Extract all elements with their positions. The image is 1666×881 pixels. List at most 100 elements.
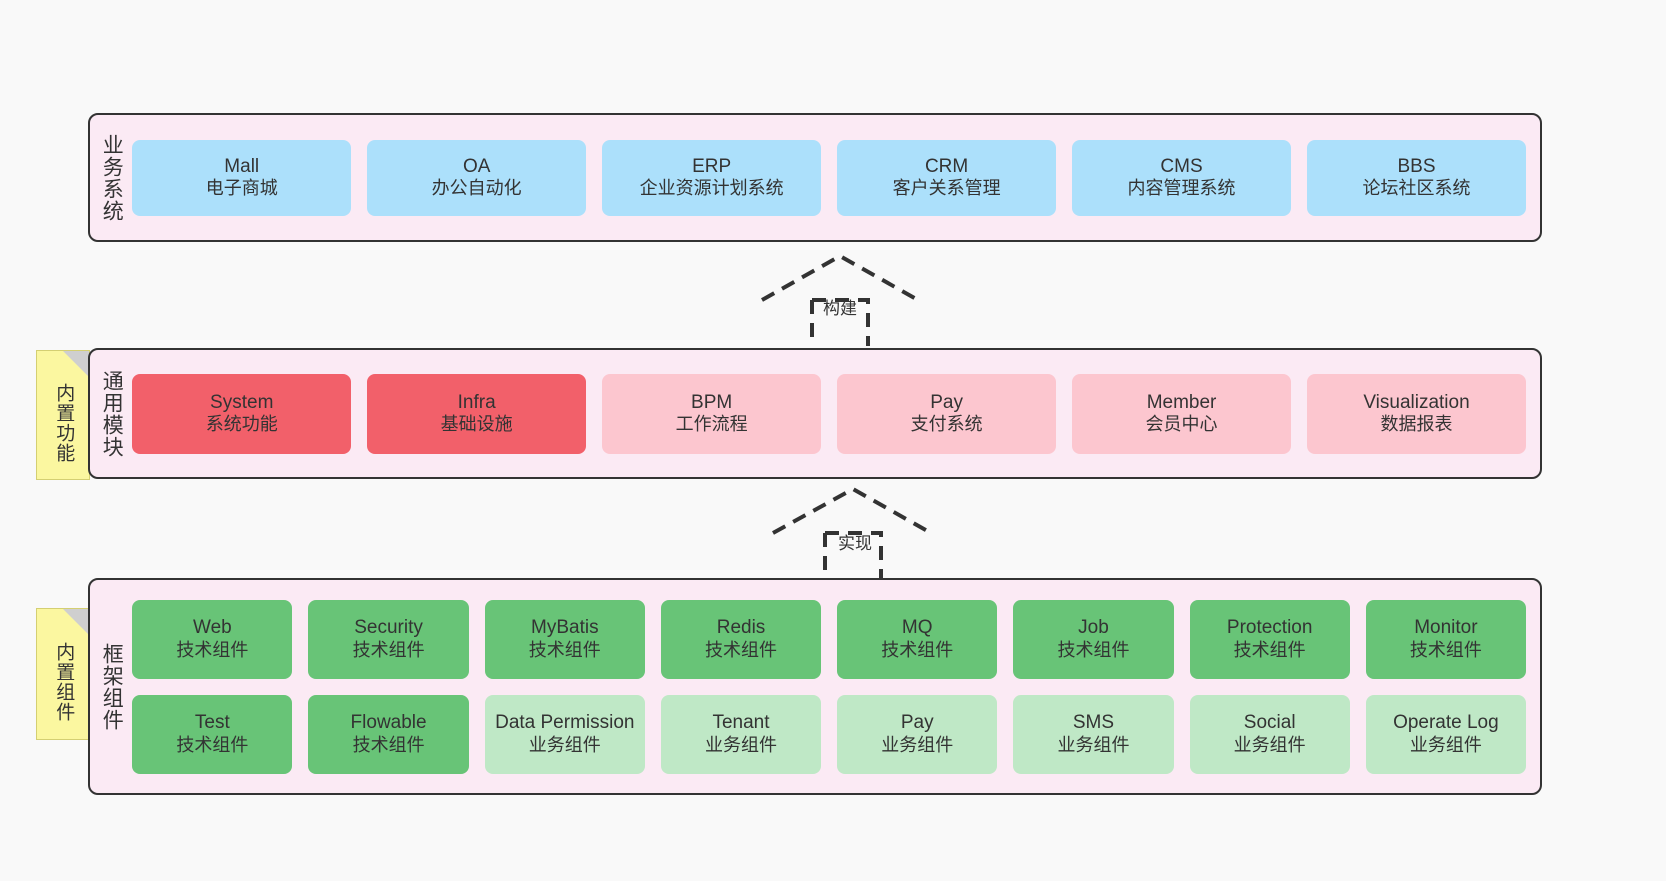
card-mq[interactable]: MQ 技术组件 — [837, 599, 998, 679]
card-test[interactable]: Test 技术组件 — [132, 694, 293, 774]
card-cms[interactable]: CMS 内容管理系统 — [1072, 139, 1292, 216]
card-infra-cn: 基础设施 — [440, 414, 513, 435]
card-erp-cn: 企业资源计划系统 — [639, 178, 784, 199]
card-web-en: Web — [192, 617, 232, 639]
card-job-cn: 技术组件 — [1057, 639, 1130, 660]
card-tenant[interactable]: Tenant 业务组件 — [660, 694, 822, 774]
framework-card-row-1: Web 技术组件 Security 技术组件 MyBatis 技术组件 Redi… — [132, 599, 1526, 679]
card-visualization-cn: 数据报表 — [1380, 414, 1453, 435]
card-mybatis-en: MyBatis — [531, 617, 599, 639]
note-fold-corner-icon — [63, 609, 89, 635]
card-security-cn: 技术组件 — [352, 639, 425, 660]
card-tenant-en: Tenant — [712, 712, 770, 734]
card-protection[interactable]: Protection 技术组件 — [1189, 599, 1350, 679]
card-pay-module-en: Pay — [930, 391, 963, 413]
card-sms[interactable]: SMS 业务组件 — [1013, 694, 1174, 774]
card-social-en: Social — [1243, 712, 1296, 734]
card-erp-en: ERP — [692, 155, 732, 177]
layer-common-title: 通用模块 — [100, 369, 124, 458]
card-bbs-en: BBS — [1397, 155, 1436, 177]
layer-framework-title: 框架组件 — [100, 642, 124, 731]
layer-business-title: 业务系统 — [100, 133, 124, 222]
layer-common-body: System 系统功能 Infra 基础设施 BPM 工作流程 Pay 支付系统… — [128, 350, 1540, 477]
card-mall-cn: 电子商城 — [205, 178, 278, 199]
card-security-en: Security — [354, 617, 423, 639]
card-bpm[interactable]: BPM 工作流程 — [602, 373, 822, 454]
card-flowable[interactable]: Flowable 技术组件 — [308, 694, 469, 774]
card-monitor[interactable]: Monitor 技术组件 — [1365, 599, 1526, 679]
framework-card-row-2: Test 技术组件 Flowable 技术组件 Data Permission … — [132, 694, 1526, 774]
card-pay-module-cn: 支付系统 — [910, 414, 983, 435]
note-tab-builtin-features: 内置功能 — [36, 350, 90, 480]
card-system-cn: 系统功能 — [205, 414, 278, 435]
card-redis-cn: 技术组件 — [705, 639, 778, 660]
card-mq-cn: 技术组件 — [881, 639, 954, 660]
card-social-cn: 业务组件 — [1233, 734, 1306, 755]
common-card-row: System 系统功能 Infra 基础设施 BPM 工作流程 Pay 支付系统… — [132, 373, 1526, 454]
layer-common-modules: 通用模块 System 系统功能 Infra 基础设施 BPM 工作流程 Pay… — [88, 348, 1542, 479]
card-operate-log-en: Operate Log — [1393, 712, 1499, 734]
card-social[interactable]: Social 业务组件 — [1189, 694, 1350, 774]
card-security[interactable]: Security 技术组件 — [308, 599, 469, 679]
card-flowable-cn: 技术组件 — [352, 734, 425, 755]
layer-business-body: Mall 电子商城 OA 办公自动化 ERP 企业资源计划系统 CRM 客户关系… — [128, 115, 1540, 240]
card-mall-en: Mall — [224, 155, 260, 177]
card-oa[interactable]: OA 办公自动化 — [367, 139, 587, 216]
card-member[interactable]: Member 会员中心 — [1072, 373, 1292, 454]
note-fold-corner-icon — [63, 351, 89, 377]
card-cms-cn: 内容管理系统 — [1127, 178, 1236, 199]
card-oa-cn: 办公自动化 — [431, 178, 522, 199]
card-data-permission-en: Data Permission — [495, 712, 635, 734]
card-infra-en: Infra — [457, 391, 496, 413]
card-system[interactable]: System 系统功能 — [132, 373, 352, 454]
card-pay-component[interactable]: Pay 业务组件 — [837, 694, 998, 774]
card-data-permission-cn: 业务组件 — [528, 734, 601, 755]
note-tab-builtin-features-label: 内置功能 — [53, 383, 75, 463]
card-bpm-en: BPM — [691, 391, 733, 413]
card-job[interactable]: Job 技术组件 — [1013, 599, 1174, 679]
card-protection-en: Protection — [1226, 617, 1313, 639]
card-mybatis-cn: 技术组件 — [528, 639, 601, 660]
layer-business-systems: 业务系统 Mall 电子商城 OA 办公自动化 ERP 企业资源计划系统 CRM… — [88, 113, 1542, 242]
card-infra[interactable]: Infra 基础设施 — [367, 373, 587, 454]
card-bpm-cn: 工作流程 — [675, 414, 748, 435]
note-tab-builtin-components: 内置组件 — [36, 608, 90, 740]
card-operate-log-cn: 业务组件 — [1409, 734, 1482, 755]
card-sms-en: SMS — [1072, 712, 1115, 734]
arrow-build-shape — [761, 253, 919, 346]
card-bbs[interactable]: BBS 论坛社区系统 — [1307, 139, 1526, 216]
card-web[interactable]: Web 技术组件 — [132, 599, 293, 679]
card-erp[interactable]: ERP 企业资源计划系统 — [602, 139, 822, 216]
card-cms-en: CMS — [1160, 155, 1203, 177]
card-member-en: Member — [1146, 391, 1217, 413]
card-crm-cn: 客户关系管理 — [892, 178, 1001, 199]
layer-framework-body: Web 技术组件 Security 技术组件 MyBatis 技术组件 Redi… — [128, 580, 1540, 793]
card-test-cn: 技术组件 — [176, 734, 249, 755]
card-redis[interactable]: Redis 技术组件 — [660, 599, 822, 679]
card-mybatis[interactable]: MyBatis 技术组件 — [484, 599, 645, 679]
generalization-arrow-implement: 实现 — [765, 485, 945, 581]
card-sms-cn: 业务组件 — [1057, 734, 1130, 755]
card-pay-component-cn: 业务组件 — [881, 734, 954, 755]
card-visualization-en: Visualization — [1363, 391, 1470, 413]
card-mq-en: MQ — [901, 617, 933, 639]
generalization-arrow-build: 构建 — [750, 250, 930, 346]
card-monitor-en: Monitor — [1414, 617, 1478, 639]
card-crm[interactable]: CRM 客户关系管理 — [837, 139, 1057, 216]
card-protection-cn: 技术组件 — [1233, 639, 1306, 660]
card-pay-module[interactable]: Pay 支付系统 — [837, 373, 1057, 454]
card-data-permission[interactable]: Data Permission 业务组件 — [484, 694, 645, 774]
card-visualization[interactable]: Visualization 数据报表 — [1307, 373, 1526, 454]
card-flowable-en: Flowable — [350, 712, 427, 734]
card-mall[interactable]: Mall 电子商城 — [132, 139, 352, 216]
arrow-implement-shape — [772, 486, 932, 579]
card-crm-en: CRM — [924, 155, 969, 177]
card-system-en: System — [210, 391, 274, 413]
note-tab-builtin-components-label: 内置组件 — [53, 642, 75, 722]
card-test-en: Test — [194, 712, 230, 734]
business-card-row: Mall 电子商城 OA 办公自动化 ERP 企业资源计划系统 CRM 客户关系… — [132, 139, 1526, 216]
card-bbs-cn: 论坛社区系统 — [1362, 178, 1471, 199]
card-redis-en: Redis — [716, 617, 766, 639]
arrow-build-label: 构建 — [823, 299, 857, 318]
card-operate-log[interactable]: Operate Log 业务组件 — [1365, 694, 1526, 774]
